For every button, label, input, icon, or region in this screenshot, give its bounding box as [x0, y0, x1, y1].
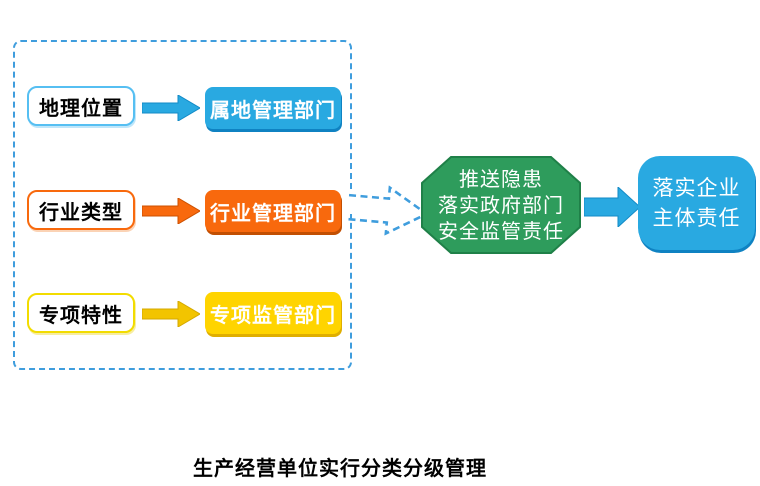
octagon-shape	[421, 156, 581, 254]
octagon-line-1: 推送隐患	[459, 167, 543, 191]
result-line-2: 主体责任	[652, 206, 741, 230]
octagon-line-3: 安全监管责任	[438, 219, 564, 243]
factor-label-special: 专项特性	[39, 304, 123, 327]
department-label-territorial: 属地管理部门	[210, 99, 336, 122]
right-arrow-icon	[142, 198, 200, 224]
right-arrow-icon	[142, 95, 200, 121]
frame-border-gap	[346, 189, 356, 214]
result-line-1: 落实企业	[652, 176, 741, 200]
right-arrow-icon	[584, 187, 640, 227]
department-box-industry: 行业管理部门	[205, 190, 341, 232]
department-box-territorial: 属地管理部门	[205, 87, 341, 129]
department-box-special: 专项监管部门	[205, 292, 341, 334]
government-duty-text: 推送隐患 落实政府部门 安全监管责任	[421, 156, 581, 254]
enterprise-duty-box: 落实企业 主体责任	[638, 156, 755, 250]
department-label-industry: 行业管理部门	[210, 202, 336, 225]
factor-box-industry: 行业类型	[27, 190, 135, 230]
factor-label-industry: 行业类型	[39, 201, 123, 224]
government-duty-octagon: 推送隐患 落实政府部门 安全监管责任	[421, 156, 581, 254]
dashed-right-arrow-icon	[346, 185, 430, 236]
factor-box-geography: 地理位置	[27, 86, 135, 126]
department-label-special: 专项监管部门	[210, 304, 336, 327]
diagram-caption: 生产经营单位实行分类分级管理	[193, 458, 487, 480]
right-arrow-icon	[142, 301, 200, 327]
factor-box-special: 专项特性	[27, 293, 135, 333]
octagon-line-2: 落实政府部门	[438, 193, 564, 217]
factor-label-geography: 地理位置	[39, 97, 123, 120]
